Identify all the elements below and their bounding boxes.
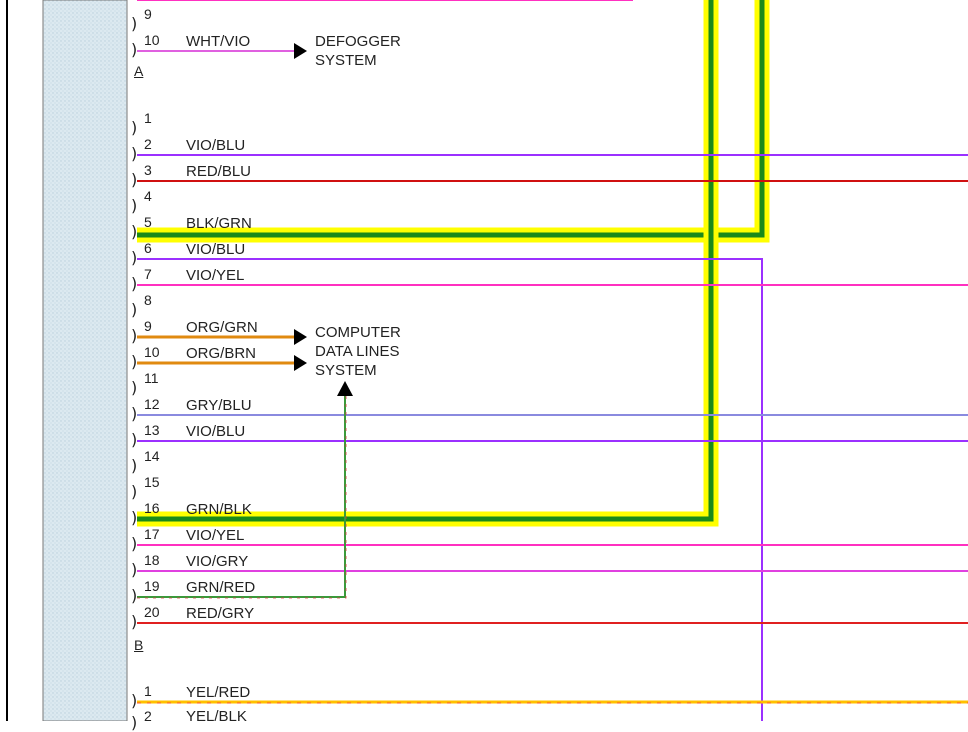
pin-number: 7 bbox=[144, 266, 152, 282]
pin-number: 10 bbox=[144, 32, 160, 48]
pin-number: 19 bbox=[144, 578, 160, 594]
wire-label: YEL/BLK bbox=[186, 708, 247, 725]
pin-number: 9 bbox=[144, 6, 152, 22]
pin-number: 14 bbox=[144, 448, 160, 464]
paren-b8: ) bbox=[131, 300, 138, 319]
paren-b20: ) bbox=[131, 612, 138, 631]
paren-c2: ) bbox=[131, 713, 138, 732]
wire-label: RED/GRY bbox=[186, 605, 255, 622]
connector-label-b: B bbox=[134, 637, 144, 653]
paren-a9: ) bbox=[131, 14, 138, 33]
paren-b4: ) bbox=[131, 196, 138, 215]
paren-b1: ) bbox=[131, 118, 138, 137]
paren-b10: ) bbox=[131, 352, 138, 371]
paren-b2: ) bbox=[131, 144, 138, 163]
pin-number: 6 bbox=[144, 240, 152, 256]
paren-b13: ) bbox=[131, 430, 138, 449]
wire-label: GRN/RED bbox=[186, 579, 256, 596]
pin-number: 11 bbox=[144, 370, 159, 386]
paren-b7: ) bbox=[131, 274, 138, 293]
paren-b11: ) bbox=[131, 378, 138, 397]
wire-label: GRY/BLU bbox=[186, 397, 252, 414]
pin-number: 20 bbox=[144, 604, 160, 620]
wire-label: VIO/BLU bbox=[186, 241, 246, 258]
computer-arrow-icon-1 bbox=[294, 329, 307, 345]
wire-b6-vio-blu bbox=[137, 258, 763, 721]
paren-b5: ) bbox=[131, 222, 138, 241]
pin-number: 17 bbox=[144, 526, 160, 542]
paren-b3: ) bbox=[131, 170, 138, 189]
paren-b6: ) bbox=[131, 248, 138, 267]
wire-label: ORG/BRN bbox=[186, 345, 257, 362]
pin-number: 3 bbox=[144, 162, 152, 178]
pin-number: 4 bbox=[144, 188, 152, 204]
pin-number: 5 bbox=[144, 214, 152, 230]
paren-b14: ) bbox=[131, 456, 138, 475]
pin-number: 1 bbox=[144, 683, 152, 699]
pin-number: 8 bbox=[144, 292, 152, 308]
computer-system-label: COMPUTER DATA LINES SYSTEM bbox=[315, 324, 401, 379]
paren-b9: ) bbox=[131, 326, 138, 345]
paren-c1: ) bbox=[131, 691, 138, 710]
defogger-arrow-icon bbox=[294, 43, 307, 59]
wire-label: ORG/GRN bbox=[186, 319, 258, 336]
wire-label: RED/BLU bbox=[186, 163, 252, 180]
paren-b18: ) bbox=[131, 560, 138, 579]
wire-label: VIO/BLU bbox=[186, 423, 246, 440]
pin-number: 18 bbox=[144, 552, 160, 568]
pin-number: 1 bbox=[144, 110, 152, 126]
wire-label: VIO/YEL bbox=[186, 527, 245, 544]
paren-b16: ) bbox=[131, 508, 138, 527]
ground-wire-grn-blk bbox=[137, 0, 719, 527]
wire-label: VIO/BLU bbox=[186, 137, 246, 154]
wire-label: YEL/RED bbox=[186, 684, 251, 701]
paren-b12: ) bbox=[131, 404, 138, 423]
wire-b19-grn-red-tracer bbox=[137, 394, 347, 599]
pin-number: 2 bbox=[144, 136, 152, 152]
wire-label: BLK/GRN bbox=[186, 215, 252, 232]
pin-number: 10 bbox=[144, 344, 160, 360]
pin-number: 16 bbox=[144, 500, 160, 516]
wire-label: VIO/YEL bbox=[186, 267, 245, 284]
wire-label: GRN/BLK bbox=[186, 501, 252, 518]
pin-number: 13 bbox=[144, 422, 160, 438]
paren-b15: ) bbox=[131, 482, 138, 501]
ground-wire-blk-grn bbox=[137, 0, 770, 243]
module-body bbox=[42, 0, 128, 721]
wire-label: VIO/GRY bbox=[186, 553, 249, 570]
pin-number: 12 bbox=[144, 396, 160, 412]
paren-b17: ) bbox=[131, 534, 138, 553]
pin-number: 2 bbox=[144, 708, 152, 724]
computer-arrow-up-icon bbox=[337, 381, 353, 396]
pin-number: 15 bbox=[144, 474, 160, 490]
connector-label-a: A bbox=[134, 63, 144, 79]
paren-b19: ) bbox=[131, 586, 138, 605]
pin-number: 9 bbox=[144, 318, 152, 334]
paren-a10: ) bbox=[131, 40, 138, 59]
wire-label: WHT/VIO bbox=[186, 33, 251, 50]
computer-arrow-icon-2 bbox=[294, 355, 307, 371]
wire-b19-grn-red bbox=[137, 394, 346, 598]
defogger-system-label: DEFOGGER SYSTEM bbox=[315, 33, 401, 69]
